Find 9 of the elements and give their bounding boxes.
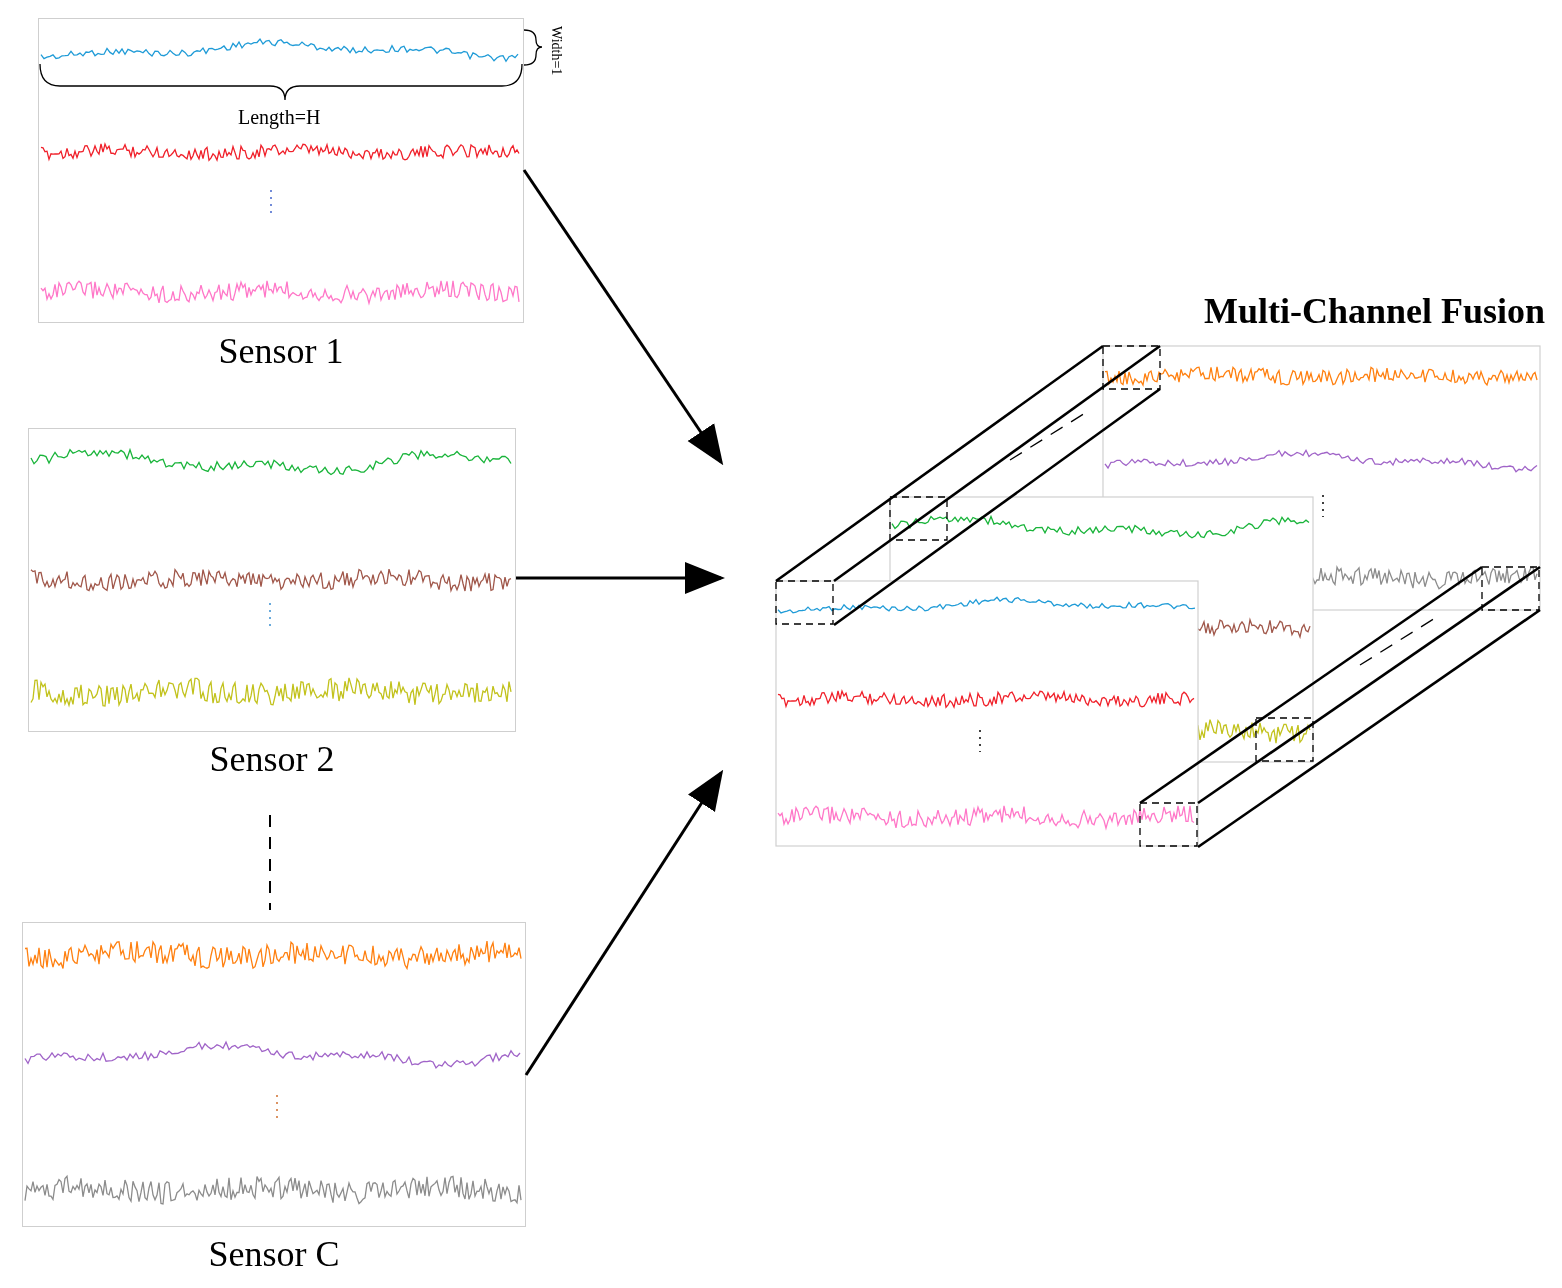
section-title: Multi-Channel Fusion	[1203, 290, 1545, 332]
arrow	[524, 769, 724, 1076]
panel-caption: Sensor C	[207, 1233, 341, 1275]
arrow	[516, 562, 725, 594]
panel-caption: Sensor 2	[208, 738, 336, 780]
dimension-label: Width=1	[548, 26, 564, 76]
panel-caption: Sensor 1	[217, 330, 345, 372]
arrow	[522, 169, 724, 466]
dimension-label: Length=H	[238, 106, 321, 129]
